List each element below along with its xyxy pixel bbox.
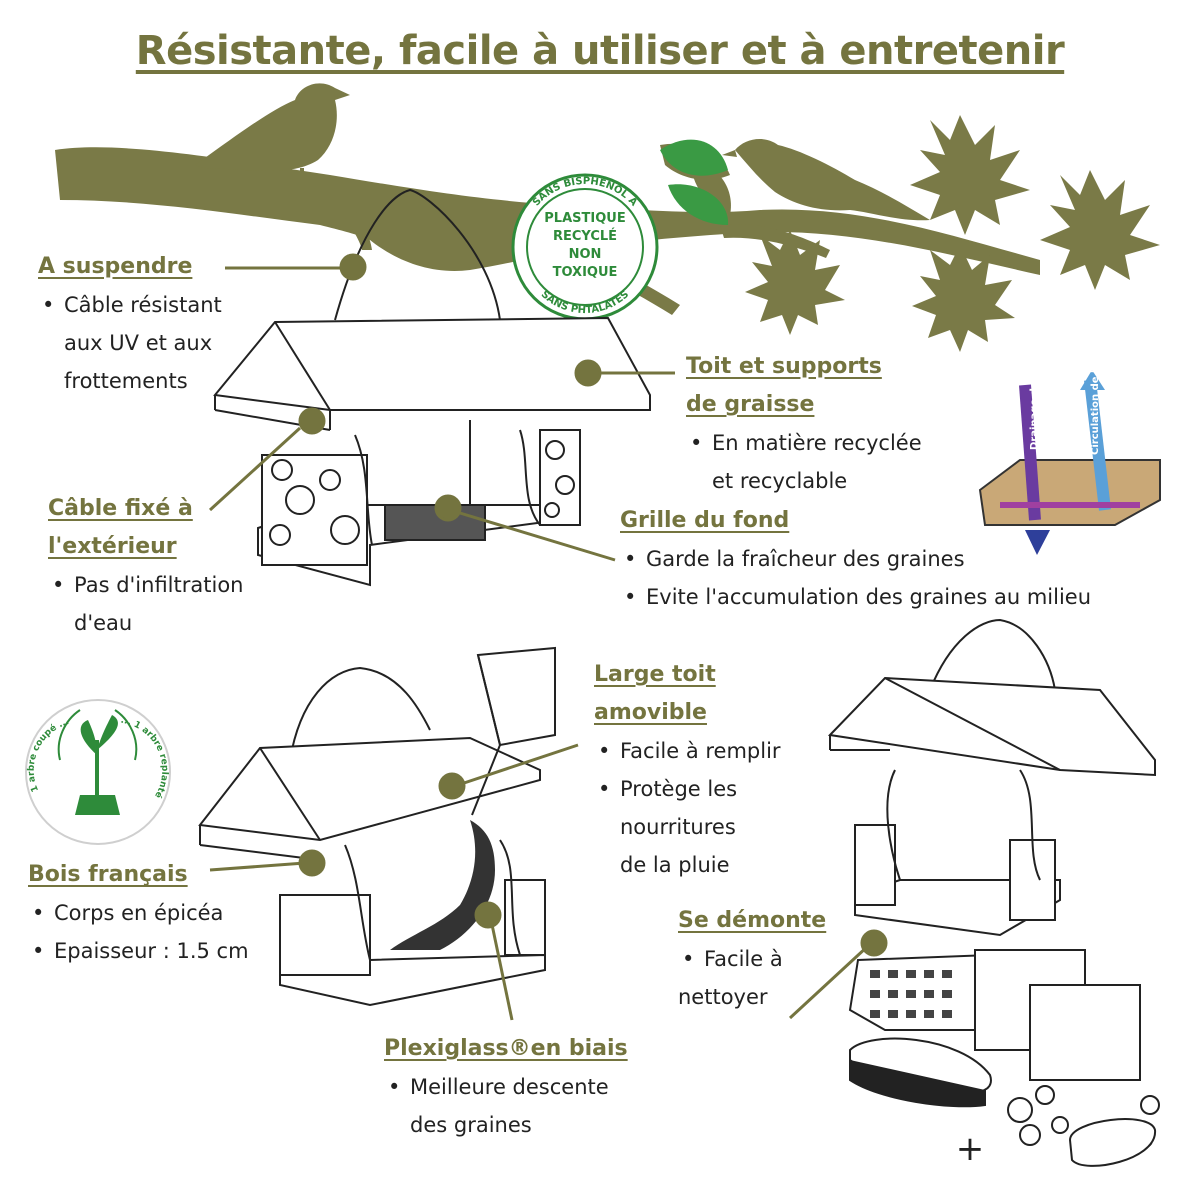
drainage-label: Drainage de l'eau — [1029, 351, 1040, 450]
heading-plexi: Plexiglass®en biais — [384, 1036, 628, 1061]
air-label: Circulation de l'air — [1090, 351, 1101, 455]
heading-cable-line-1: Câble fixé à — [48, 496, 193, 521]
grille-item-1: Garde la fraîcheur des graines — [620, 540, 1091, 578]
grille-item-2: Evite l'accumulation des graines au mili… — [620, 578, 1091, 616]
large-toit-item-1: Facile à remplir — [594, 732, 781, 770]
feature-bois: Bois français Corps en épicéa Epaisseur … — [28, 856, 249, 970]
demonte-line-2: nettoyer — [678, 985, 768, 1009]
bird-left-silhouette — [195, 83, 350, 186]
large-toit-item-2-line-3: de la pluie — [620, 853, 730, 877]
page-title: Résistante, facile à utiliser et à entre… — [135, 28, 1065, 74]
feature-large-toit: Large toit amovible Facile à remplir Pro… — [594, 656, 781, 884]
feature-plexi: Plexiglass®en biais Meilleure descente d… — [384, 1030, 628, 1144]
feeder-top-circles — [269, 440, 575, 546]
suspendre-line-2: aux UV et aux — [64, 331, 213, 355]
heading-toit-line-1: Toit et supports — [686, 354, 882, 379]
heading-suspendre: A suspendre — [38, 254, 193, 279]
toit-line-1: En matière recyclée — [686, 424, 922, 462]
feeder-bottom-left-drawing — [198, 646, 556, 1007]
toit-line-2: et recyclable — [712, 469, 848, 493]
maple-leaves — [660, 115, 1160, 352]
badge-top-text: SANS BISPHENOL A — [531, 176, 639, 209]
grid-pattern — [870, 970, 952, 1018]
feature-cable-exterieur: Câble fixé à l'extérieur Pas d'infiltrat… — [48, 490, 243, 642]
badge-leaves — [660, 139, 729, 225]
heading-cable-line-2: l'extérieur — [48, 534, 177, 559]
demonte-line-1: Facile à — [678, 940, 826, 978]
cable-line-2: d'eau — [74, 611, 133, 635]
badge-line-3: NON — [569, 247, 602, 262]
brush-icon — [849, 1037, 992, 1108]
feature-suspendre: A suspendre Câble résistant aux UV et au… — [38, 248, 222, 400]
suspendre-line-3: frottements — [64, 369, 188, 393]
badge-line-2: RECYCLÉ — [553, 228, 617, 244]
soap-icon — [1007, 1085, 1160, 1167]
bois-item-2: Epaisseur : 1.5 cm — [28, 932, 249, 970]
plexi-line-1: Meilleure descente — [384, 1068, 628, 1106]
heading-grille: Grille du fond — [620, 508, 790, 533]
large-toit-item-2-line-1: Protège les — [594, 770, 781, 808]
tree-badge-right-text: ... 1 arbre replanté — [120, 716, 169, 800]
heading-bois: Bois français — [28, 862, 188, 887]
feeder-bottom-left-seeds — [390, 820, 495, 950]
bois-item-1: Corps en épicéa — [28, 894, 249, 932]
suspendre-line-1: Câble résistant — [38, 286, 222, 324]
tree-badge-left-text: 1 arbre coupé ... — [27, 717, 71, 793]
feature-toit-supports: Toit et supports de graisse En matière r… — [686, 348, 922, 500]
large-toit-item-2-line-2: nourritures — [620, 815, 736, 839]
heading-demonte: Se démonte — [678, 908, 827, 933]
badge-line-1: PLASTIQUE — [544, 211, 625, 226]
heading-large-toit-line-1: Large toit — [594, 662, 716, 687]
plexi-line-2: des graines — [410, 1113, 532, 1137]
feature-demonte: Se démonte Facile à nettoyer — [678, 902, 826, 1016]
feature-grille: Grille du fond Garde la fraîcheur des gr… — [620, 502, 1091, 616]
recycle-badge-graphic — [511, 173, 659, 321]
heading-large-toit-line-2: amovible — [594, 700, 707, 725]
plus-sign: + — [956, 1129, 985, 1169]
feeder-bottom-right-drawing — [827, 618, 1156, 937]
bird-right-silhouette — [722, 138, 930, 221]
cable-line-1: Pas d'infiltration — [48, 566, 243, 604]
badge-bottom-text: SANS PHTALATES — [539, 289, 631, 316]
tree-replant-badge — [25, 699, 171, 845]
callout-connectors — [208, 253, 888, 1021]
badge-line-4: TOXIQUE — [553, 265, 618, 280]
heading-toit-line-2: de graisse — [686, 392, 815, 417]
